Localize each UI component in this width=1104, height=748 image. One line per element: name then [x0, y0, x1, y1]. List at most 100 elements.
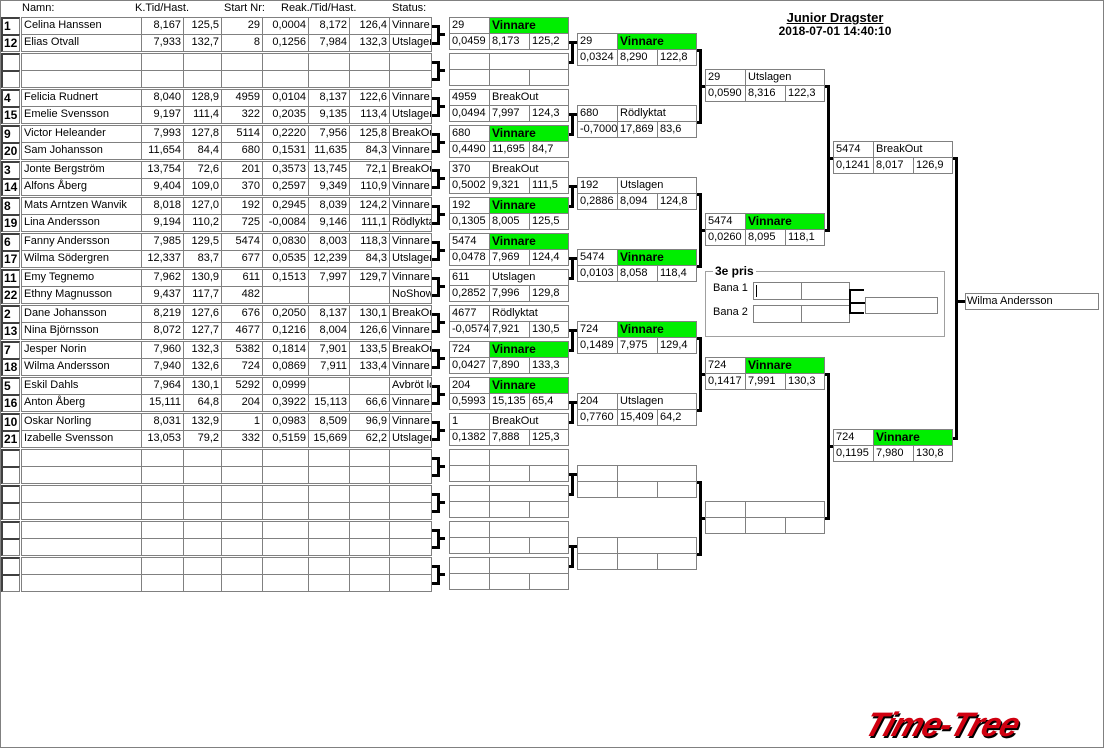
entry-khast[interactable]: 125,5: [183, 17, 222, 35]
entry-hast[interactable]: [349, 466, 390, 484]
entry-name[interactable]: Jesper Norin: [21, 341, 142, 359]
entry-khast[interactable]: 127,7: [183, 322, 222, 340]
entry-status[interactable]: [389, 485, 432, 503]
entry-tid[interactable]: 15,669: [308, 430, 350, 448]
entry-name[interactable]: Victor Heleander: [21, 125, 142, 143]
entry-tid[interactable]: [308, 485, 350, 503]
entry-status[interactable]: [389, 521, 432, 539]
entry-ktid[interactable]: 13,754: [141, 161, 184, 179]
entry-tid[interactable]: 7,901: [308, 341, 350, 359]
entry-name[interactable]: Mats Arntzen Wanvik: [21, 197, 142, 215]
entry-reak[interactable]: 0,1531: [262, 142, 309, 160]
entry-hast[interactable]: 84,3: [349, 142, 390, 160]
entry-nr[interactable]: 611: [221, 269, 263, 287]
entry-status[interactable]: [389, 70, 432, 88]
entry-hast[interactable]: 66,6: [349, 394, 390, 412]
entry-tid[interactable]: 8,509: [308, 413, 350, 431]
entry-tid[interactable]: 8,039: [308, 197, 350, 215]
entry-tid[interactable]: [308, 70, 350, 88]
entry-tid[interactable]: [308, 466, 350, 484]
entry-nr[interactable]: [221, 557, 263, 575]
entry-khast[interactable]: 132,9: [183, 413, 222, 431]
entry-name[interactable]: Felicia Rudnert: [21, 89, 142, 107]
lane2-input[interactable]: [753, 305, 802, 323]
entry-tid[interactable]: 7,956: [308, 125, 350, 143]
entry-name[interactable]: Celina Hanssen: [21, 17, 142, 35]
entry-khast[interactable]: 117,7: [183, 286, 222, 304]
entry-reak[interactable]: [262, 53, 309, 71]
entry-khast[interactable]: 127,6: [183, 305, 222, 323]
entry-name[interactable]: [21, 502, 142, 520]
entry-reak[interactable]: 0,0104: [262, 89, 309, 107]
entry-ktid[interactable]: 7,993: [141, 125, 184, 143]
entry-nr[interactable]: 322: [221, 106, 263, 124]
entry-name[interactable]: Alfons Åberg: [21, 178, 142, 196]
entry-hast[interactable]: 132,3: [349, 34, 390, 52]
entry-reak[interactable]: 0,0535: [262, 250, 309, 268]
entry-khast[interactable]: 84,4: [183, 142, 222, 160]
entry-name[interactable]: Anton Åberg: [21, 394, 142, 412]
entry-status[interactable]: Vinnare: [389, 358, 432, 376]
entry-tid[interactable]: [308, 557, 350, 575]
entry-hast[interactable]: 96,9: [349, 413, 390, 431]
entry-khast[interactable]: 128,9: [183, 89, 222, 107]
entry-status[interactable]: Vinnare: [389, 142, 432, 160]
entry-name[interactable]: Izabelle Svensson: [21, 430, 142, 448]
entry-ktid[interactable]: [141, 521, 184, 539]
entry-nr[interactable]: 724: [221, 358, 263, 376]
entry-ktid[interactable]: 7,962: [141, 269, 184, 287]
entry-name[interactable]: Lina Andersson: [21, 214, 142, 232]
entry-tid[interactable]: [308, 449, 350, 467]
entry-tid[interactable]: [308, 538, 350, 556]
entry-khast[interactable]: [183, 502, 222, 520]
entry-status[interactable]: Vinnare: [389, 197, 432, 215]
entry-status[interactable]: Vinnare: [389, 413, 432, 431]
entry-tid[interactable]: [308, 286, 350, 304]
entry-khast[interactable]: [183, 449, 222, 467]
entry-ktid[interactable]: 12,337: [141, 250, 184, 268]
entry-reak[interactable]: 0,3573: [262, 161, 309, 179]
entry-status[interactable]: [389, 574, 432, 592]
entry-name[interactable]: [21, 70, 142, 88]
entry-tid[interactable]: 8,137: [308, 89, 350, 107]
entry-hast[interactable]: [349, 53, 390, 71]
entry-hast[interactable]: [349, 377, 390, 395]
entry-reak[interactable]: 0,3922: [262, 394, 309, 412]
entry-nr[interactable]: 5382: [221, 341, 263, 359]
lane2-time[interactable]: [801, 305, 850, 323]
entry-ktid[interactable]: 9,194: [141, 214, 184, 232]
entry-name[interactable]: Eskil Dahls: [21, 377, 142, 395]
entry-nr[interactable]: 680: [221, 142, 263, 160]
entry-name[interactable]: Dane Johansson: [21, 305, 142, 323]
entry-ktid[interactable]: 8,040: [141, 89, 184, 107]
entry-ktid[interactable]: 8,018: [141, 197, 184, 215]
entry-tid[interactable]: 7,997: [308, 269, 350, 287]
entry-khast[interactable]: [183, 70, 222, 88]
entry-name[interactable]: Ethny Magnusson: [21, 286, 142, 304]
entry-khast[interactable]: [183, 574, 222, 592]
entry-hast[interactable]: 113,4: [349, 106, 390, 124]
entry-khast[interactable]: 64,8: [183, 394, 222, 412]
entry-nr[interactable]: [221, 485, 263, 503]
entry-nr[interactable]: [221, 70, 263, 88]
entry-reak[interactable]: 0,1256: [262, 34, 309, 52]
entry-khast[interactable]: 129,5: [183, 233, 222, 251]
entry-tid[interactable]: 13,745: [308, 161, 350, 179]
entry-hast[interactable]: [349, 502, 390, 520]
entry-reak[interactable]: [262, 538, 309, 556]
entry-reak[interactable]: [262, 557, 309, 575]
entry-tid[interactable]: 8,137: [308, 305, 350, 323]
entry-hast[interactable]: [349, 485, 390, 503]
entry-hast[interactable]: 129,7: [349, 269, 390, 287]
entry-tid[interactable]: [308, 574, 350, 592]
entry-hast[interactable]: [349, 449, 390, 467]
entry-nr[interactable]: 482: [221, 286, 263, 304]
entry-tid[interactable]: 12,239: [308, 250, 350, 268]
entry-hast[interactable]: 72,1: [349, 161, 390, 179]
entry-status[interactable]: BreakOut: [389, 305, 432, 323]
entry-hast[interactable]: 133,4: [349, 358, 390, 376]
entry-hast[interactable]: 122,6: [349, 89, 390, 107]
entry-khast[interactable]: [183, 53, 222, 71]
entry-nr[interactable]: 201: [221, 161, 263, 179]
entry-reak[interactable]: [262, 286, 309, 304]
